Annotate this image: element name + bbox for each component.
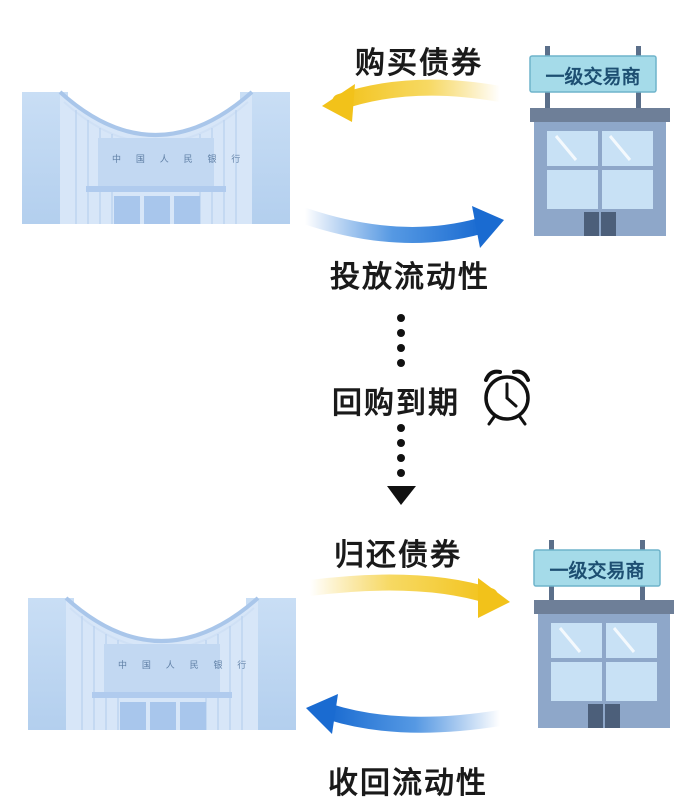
inject-liquidity-arrow: [297, 206, 504, 248]
central-bank-building-top: [22, 90, 290, 224]
primary-dealer-building-top: [529, 46, 670, 236]
dealer-sign-bottom: 一级交易商: [549, 560, 645, 582]
bank-sign-bottom: 中 国 人 民 银 行: [118, 661, 253, 671]
return-bonds-arrow: [302, 574, 510, 618]
triangle-down-icon: [387, 486, 416, 505]
repo-maturity-label: 回购到期: [332, 386, 460, 421]
buy-bonds-label: 购买债券: [355, 46, 483, 81]
dealer-sign-top: 一级交易商: [545, 66, 641, 88]
alarm-clock-icon: [484, 369, 530, 426]
inject-liquidity-label: 投放流动性: [330, 260, 490, 295]
withdraw-liquidity-label: 收回流动性: [328, 766, 488, 801]
primary-dealer-building-bottom: [533, 540, 674, 728]
bank-sign-top: 中 国 人 民 银 行: [112, 155, 247, 165]
return-bonds-label: 归还债券: [334, 538, 462, 573]
maturity-dotted-line: [397, 314, 405, 477]
withdraw-liquidity-arrow: [306, 694, 508, 734]
buy-bonds-arrow: [322, 79, 508, 122]
central-bank-building-bottom: [28, 596, 296, 730]
